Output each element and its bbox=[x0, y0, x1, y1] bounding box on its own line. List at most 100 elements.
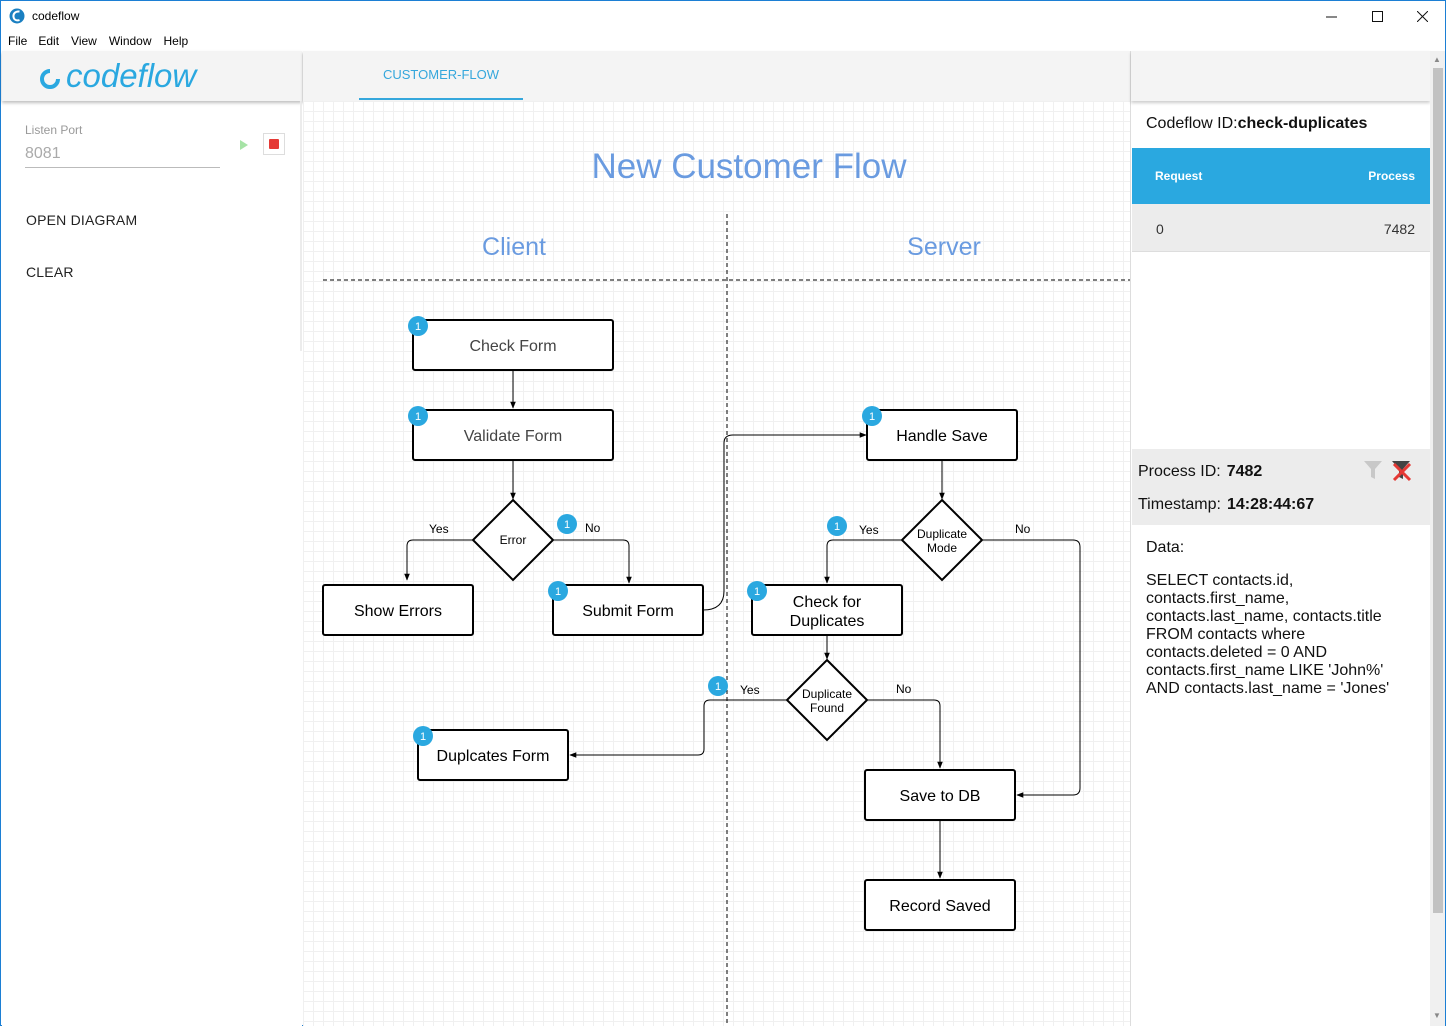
close-button[interactable] bbox=[1399, 1, 1445, 31]
node-duplicate-found-decision[interactable]: Duplicate Found bbox=[785, 658, 869, 742]
svg-text:Duplicate: Duplicate bbox=[802, 687, 852, 701]
column-process: Process bbox=[1368, 169, 1415, 183]
timestamp-label: Timestamp: bbox=[1138, 496, 1221, 513]
scroll-up-icon[interactable]: ▲ bbox=[1433, 55, 1441, 64]
codeflow-logo: codeflow bbox=[40, 57, 198, 94]
menu-file[interactable]: File bbox=[8, 34, 28, 48]
details-panel: Codeflow ID:check-duplicates Request Pro… bbox=[1130, 51, 1430, 1026]
listen-port-input[interactable] bbox=[25, 140, 220, 168]
minimize-button[interactable] bbox=[1308, 1, 1354, 31]
open-diagram-button[interactable]: OPEN DIAGRAM bbox=[26, 212, 138, 228]
lane-client-label: Client bbox=[482, 233, 546, 261]
svg-text:1: 1 bbox=[834, 521, 840, 533]
logo-bar: codeflow bbox=[2, 51, 302, 101]
table-row[interactable]: 0 7482 bbox=[1132, 204, 1430, 252]
node-duplicates-form[interactable]: Duplcates Form bbox=[417, 729, 569, 781]
lane-server-label: Server bbox=[907, 233, 981, 261]
svg-text:Error: Error bbox=[500, 533, 527, 547]
maximize-button[interactable] bbox=[1354, 1, 1400, 31]
column-request: Request bbox=[1155, 169, 1203, 183]
svg-text:1: 1 bbox=[754, 586, 760, 598]
clear-button[interactable]: CLEAR bbox=[26, 264, 74, 280]
minimize-icon bbox=[1325, 16, 1337, 17]
edge-mode-yes bbox=[824, 539, 902, 584]
tab-customer-flow[interactable]: CUSTOMER-FLOW bbox=[359, 51, 523, 100]
scroll-down-icon[interactable]: ▼ bbox=[1433, 1011, 1441, 1020]
details-header bbox=[1131, 51, 1430, 101]
edge-submit-to-handle bbox=[702, 432, 867, 611]
process-table-header: Request Process bbox=[1132, 148, 1430, 204]
svg-text:1: 1 bbox=[869, 411, 875, 423]
node-record-saved[interactable]: Record Saved bbox=[864, 879, 1016, 931]
label-error-no: No bbox=[585, 521, 601, 535]
node-error-decision[interactable]: Error bbox=[471, 498, 555, 582]
process-id-line: Process ID: 7482 bbox=[1138, 463, 1262, 481]
timestamp-value: 14:28:44:67 bbox=[1226, 496, 1315, 513]
svg-text:Check for: Check for bbox=[793, 594, 862, 611]
title-bar: codeflow bbox=[1, 1, 1445, 31]
scrollbar[interactable]: ▲ ▼ bbox=[1430, 51, 1445, 1026]
start-button[interactable] bbox=[234, 135, 254, 155]
node-validate-form[interactable]: Validate Form bbox=[412, 409, 614, 461]
node-handle-save[interactable]: Handle Save bbox=[866, 409, 1018, 461]
menu-view[interactable]: View bbox=[71, 34, 97, 48]
svg-text:1: 1 bbox=[564, 519, 570, 531]
svg-text:1: 1 bbox=[415, 321, 421, 333]
filter-icon[interactable] bbox=[1363, 459, 1383, 481]
node-check-duplicates[interactable]: Check for Duplicates bbox=[751, 584, 903, 636]
edges bbox=[404, 370, 1081, 879]
badge-handle-save: 1 bbox=[862, 406, 882, 426]
edge-labels: Yes No Yes No Yes No bbox=[429, 521, 1031, 697]
node-save-to-db[interactable]: Save to DB bbox=[864, 769, 1016, 821]
node-show-errors[interactable]: Show Errors bbox=[322, 584, 474, 636]
svg-text:1: 1 bbox=[715, 681, 721, 693]
process-id-value: 7482 bbox=[1226, 463, 1263, 480]
clear-filter-icon[interactable] bbox=[1391, 459, 1413, 483]
svg-text:Save to DB: Save to DB bbox=[900, 788, 981, 805]
scrollbar-thumb[interactable] bbox=[1433, 68, 1443, 913]
row-request: 0 bbox=[1156, 221, 1164, 237]
timestamp-line: Timestamp: 14:28:44:67 bbox=[1138, 496, 1314, 514]
close-icon bbox=[1416, 10, 1428, 22]
svg-text:1: 1 bbox=[415, 411, 421, 423]
badge-duplicates-form: 1 bbox=[413, 726, 433, 746]
node-duplicate-mode-decision[interactable]: Duplicate Mode bbox=[900, 498, 984, 582]
sidebar-panel: Listen Port OPEN DIAGRAM CLEAR bbox=[2, 101, 302, 351]
process-id-label: Process ID: bbox=[1138, 463, 1221, 480]
edge-found-yes bbox=[569, 699, 787, 758]
svg-text:1: 1 bbox=[420, 731, 426, 743]
svg-text:Record Saved: Record Saved bbox=[889, 898, 990, 915]
stop-icon bbox=[269, 139, 279, 149]
label-found-no: No bbox=[896, 682, 912, 696]
row-process: 7482 bbox=[1383, 221, 1415, 237]
stop-button[interactable] bbox=[263, 133, 285, 155]
badge-check-form: 1 bbox=[408, 316, 428, 336]
menu-bar: File Edit View Window Help bbox=[1, 31, 1445, 51]
window-title: codeflow bbox=[32, 9, 80, 23]
data-label: Data: bbox=[1146, 539, 1185, 556]
svg-text:Duplicates: Duplicates bbox=[790, 613, 865, 630]
svg-text:Show Errors: Show Errors bbox=[354, 603, 442, 620]
listen-port-label: Listen Port bbox=[25, 123, 83, 137]
menu-help[interactable]: Help bbox=[163, 34, 189, 48]
node-submit-form[interactable]: Submit Form bbox=[552, 584, 704, 636]
badge-submit-form: 1 bbox=[548, 581, 568, 601]
svg-text:Handle Save: Handle Save bbox=[896, 428, 988, 445]
play-icon bbox=[240, 140, 248, 150]
label-error-yes: Yes bbox=[429, 522, 449, 536]
menu-edit[interactable]: Edit bbox=[38, 34, 60, 48]
diagram-canvas[interactable]: New Customer Flow Client Server bbox=[303, 101, 1130, 1026]
badge-found-yes: 1 bbox=[708, 676, 728, 696]
svg-text:Submit Form: Submit Form bbox=[582, 603, 674, 620]
flow-diagram: New Customer Flow Client Server bbox=[322, 147, 1130, 1026]
execution-badges: 1 1 1 1 1 1 1 1 1 bbox=[408, 316, 882, 746]
svg-text:1: 1 bbox=[555, 586, 561, 598]
svg-text:Duplicate: Duplicate bbox=[917, 527, 967, 541]
sidebar: codeflow Listen Port OPEN DIAGRAM CLEAR bbox=[2, 51, 302, 1026]
codeflow-id-value: check-duplicates bbox=[1237, 115, 1368, 132]
node-check-form[interactable]: Check Form bbox=[412, 319, 614, 371]
menu-window[interactable]: Window bbox=[108, 34, 152, 48]
badge-mode-yes: 1 bbox=[827, 516, 847, 536]
process-info: Process ID: 7482 Timestamp: 14:28:44:67 bbox=[1132, 449, 1430, 525]
